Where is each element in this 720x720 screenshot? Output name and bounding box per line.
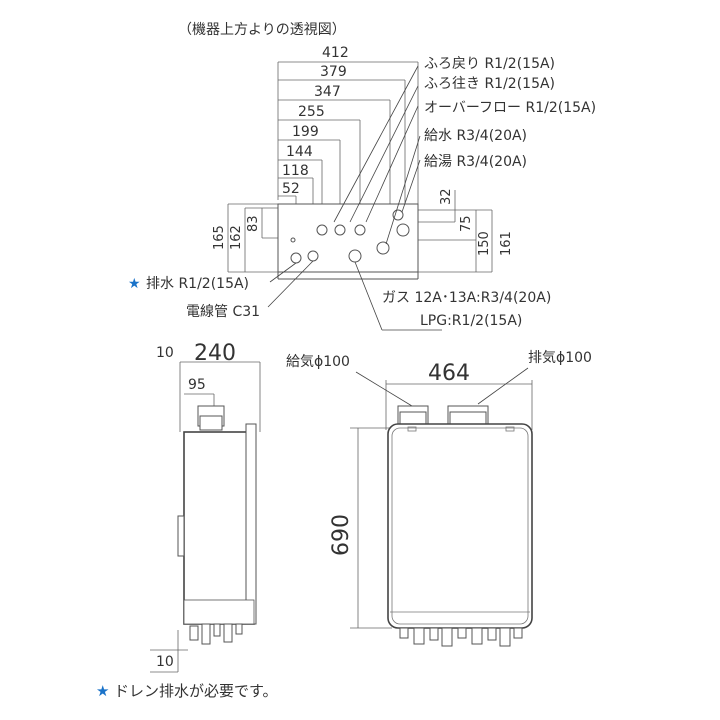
front-width-label: 464 (428, 361, 470, 386)
footnote-text: ドレン排水が必要です。 (114, 682, 278, 700)
front-view-unit (387, 405, 533, 647)
callout-water-supply: 給水 R3/4(20A) (424, 128, 527, 144)
callout-hot-water: 給湯 R3/4(20A) (424, 153, 527, 170)
top-view-height-dimensions-left: 165 162 83 (212, 203, 292, 273)
width-412-label: 412 (322, 45, 349, 61)
height-150-label: 150 (477, 231, 492, 256)
top-view-lower-labels: ★ 排水 R1/2(15A) 電線管 C31 ガス 12A･13A:R3/4(2… (128, 260, 551, 331)
height-75-label: 75 (459, 215, 474, 232)
footnote-star-mark: ★ (96, 682, 109, 700)
height-165-label: 165 (212, 225, 227, 250)
gas-label-line2: LPG:R1/2(15A) (420, 313, 522, 329)
top-view-pipe-connections (290, 209, 410, 264)
callout-overflow: オーバーフロー R1/2(15A) (424, 100, 596, 116)
callout-furo-supply: ふろ往き R1/2(15A) (424, 76, 555, 92)
top-view-callout-leaders (333, 65, 421, 245)
top-view-callouts: ふろ戻り R1/2(15A) ふろ往き R1/2(15A) オーバーフロー R1… (424, 56, 596, 170)
width-52-label: 52 (282, 181, 300, 197)
front-view-dimensions: 464 690 (329, 361, 533, 629)
exhaust-duct-label: 排気ϕ100 (528, 350, 592, 366)
side-top-offset-label: 10 (156, 345, 174, 361)
conduit-label: 電線管 C31 (186, 304, 260, 320)
side-view-dimensions: 10 240 95 10 (150, 341, 261, 673)
front-height-label: 690 (329, 514, 354, 556)
side-duct-offset-label: 95 (188, 377, 206, 393)
top-view-width-dimensions: 412 379 347 255 199 144 118 52 (277, 45, 419, 210)
top-view-height-dimensions-right: 32 75 150 161 (398, 188, 514, 273)
drain-label: 排水 R1/2(15A) (146, 276, 249, 292)
drain-star-mark: ★ (128, 276, 141, 292)
width-144-label: 144 (286, 144, 313, 160)
height-161-label: 161 (499, 231, 514, 256)
intake-duct-label: 給気ϕ100 (286, 354, 350, 370)
height-83-label: 83 (246, 215, 261, 232)
width-255-label: 255 (298, 104, 325, 120)
side-depth-label: 240 (194, 341, 236, 366)
height-32-label: 32 (439, 188, 454, 205)
callout-furo-return: ふろ戻り R1/2(15A) (424, 56, 555, 72)
height-162-label: 162 (229, 225, 244, 250)
gas-label-line1: ガス 12A･13A:R3/4(20A) (382, 290, 551, 306)
top-view-title: （機器上方よりの透視図） (178, 22, 346, 38)
front-view-duct-labels: 給気ϕ100 排気ϕ100 (286, 350, 592, 407)
width-347-label: 347 (314, 84, 341, 100)
width-199-label: 199 (292, 124, 319, 140)
width-118-label: 118 (282, 163, 309, 179)
side-view-unit (177, 405, 257, 645)
width-379-label: 379 (320, 64, 347, 80)
side-bottom-offset-label: 10 (156, 654, 174, 670)
